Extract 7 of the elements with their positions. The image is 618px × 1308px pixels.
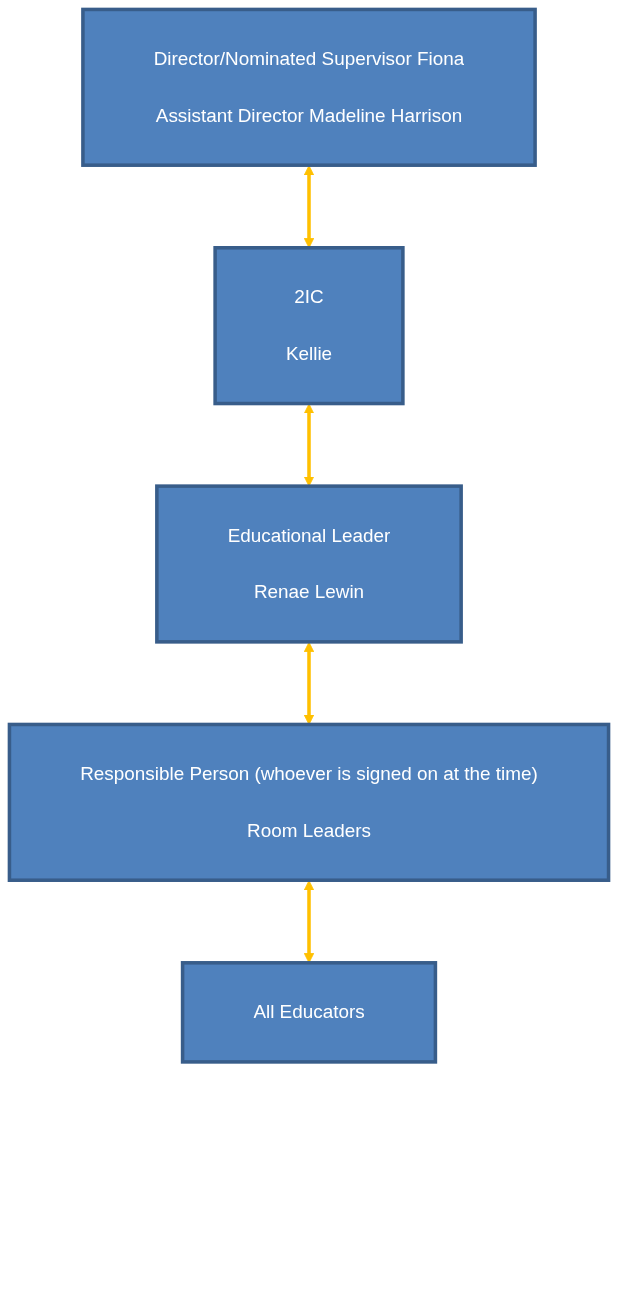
node-box: 2IC Kellie (213, 246, 405, 406)
node-box: Educational Leader Renae Lewin (155, 484, 463, 644)
node-box: All Educators (180, 961, 438, 1064)
arrow (303, 641, 315, 725)
arrow (303, 403, 315, 487)
node-box: Responsible Person (whoever is signed on at the time) Room Leaders (7, 722, 611, 882)
node-box: Director/Nominated Supervisor Fiona Assistant Director Madeline Harrison (81, 7, 537, 167)
